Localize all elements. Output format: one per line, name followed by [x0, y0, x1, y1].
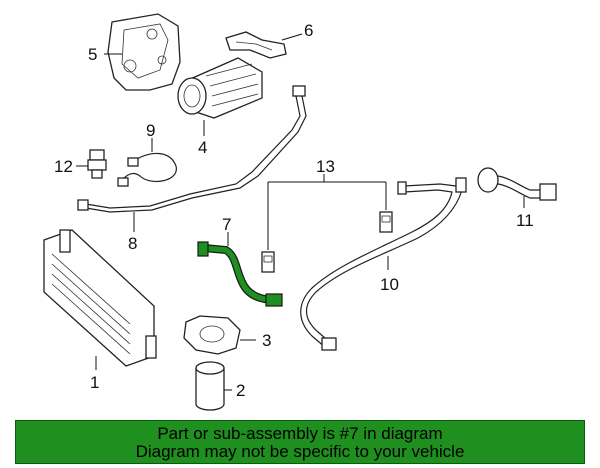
callout-8: 8 [128, 234, 137, 253]
banner-line-2: Diagram may not be specific to your vehi… [135, 442, 465, 461]
callout-4: 4 [198, 138, 207, 157]
part-3-bracket [183, 315, 241, 355]
leader-lines [76, 33, 525, 391]
callout-11: 11 [516, 211, 534, 230]
part-2-drier [195, 361, 225, 411]
part-13-switches [261, 211, 393, 273]
callout-2: 2 [236, 381, 245, 400]
callout-13: 13 [316, 157, 335, 176]
part-1-condenser [43, 229, 157, 367]
info-banner: Part or sub-assembly is #7 in diagram Di… [15, 420, 585, 464]
part-7-highlighted-hose [197, 241, 283, 307]
callout-10: 10 [380, 275, 399, 294]
part-6-mount [225, 31, 287, 59]
banner-line-1: Part or sub-assembly is #7 in diagram [157, 424, 443, 443]
callout-numbers: 5 6 4 9 12 8 7 13 10 11 3 2 1 [54, 21, 534, 400]
part-9-sensor [117, 152, 177, 187]
part-4-compressor [177, 57, 263, 119]
callout-12: 12 [54, 157, 73, 176]
callout-3: 3 [262, 331, 271, 350]
callout-1: 1 [90, 373, 99, 392]
part-11-valve [477, 167, 557, 201]
callout-5: 5 [88, 45, 97, 64]
part-12-switch [87, 149, 107, 179]
part-8-line [77, 85, 307, 213]
callout-7: 7 [222, 215, 231, 234]
callout-9: 9 [146, 121, 155, 140]
callout-6: 6 [304, 21, 313, 40]
part-5-bracket [107, 13, 181, 91]
part-10-hose [300, 177, 467, 351]
